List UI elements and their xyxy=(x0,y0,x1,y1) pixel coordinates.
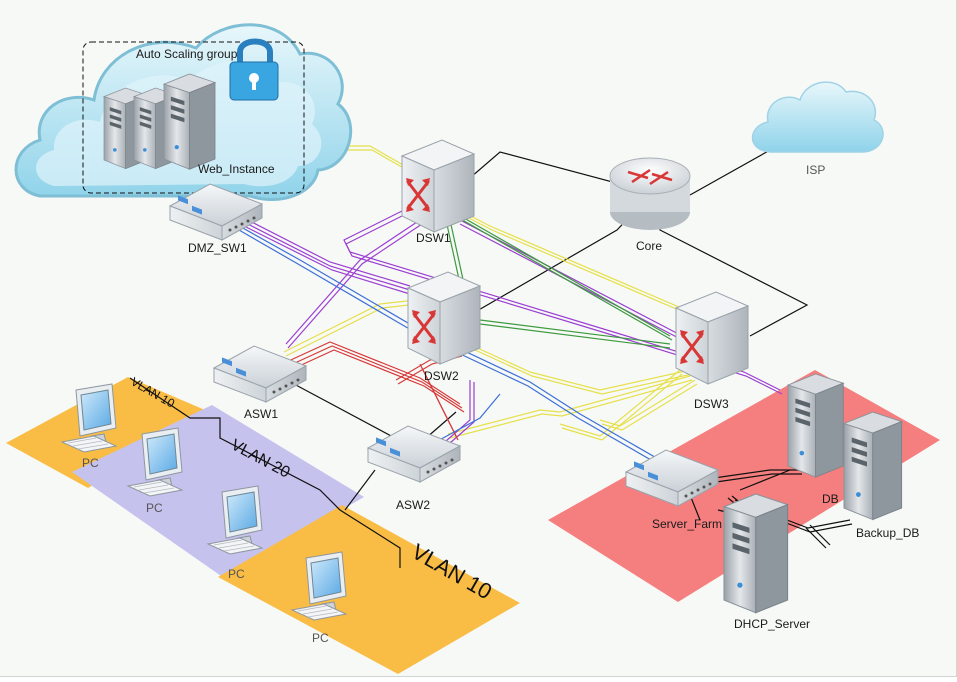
core-label: Core xyxy=(636,239,662,253)
asw2-switch-icon xyxy=(367,425,461,483)
web-instance-label: Web_Instance xyxy=(198,162,275,176)
dsw3-switch-icon xyxy=(674,290,750,386)
asw2-label: ASW2 xyxy=(396,498,430,512)
pc4-label: PC xyxy=(312,631,329,645)
dsw2-switch-icon xyxy=(406,270,482,366)
vlan10-large-zone xyxy=(218,505,520,674)
dsw3-label: DSW3 xyxy=(694,397,729,411)
pc2-label: PC xyxy=(146,501,163,515)
server-icon xyxy=(163,73,216,170)
dhcp-server-label: DHCP_Server xyxy=(734,617,810,631)
asw1-label: ASW1 xyxy=(244,407,278,421)
pc1-label: PC xyxy=(82,456,99,470)
lock-icon xyxy=(229,38,279,101)
asw1-switch-icon xyxy=(213,345,307,403)
dsw2-label: DSW2 xyxy=(424,369,459,383)
dmz-sw1-label: DMZ_SW1 xyxy=(188,241,247,255)
dsw1-label: DSW1 xyxy=(416,231,451,245)
db-label: DB xyxy=(822,492,839,506)
backup-db-label: Backup_DB xyxy=(856,526,919,540)
dhcp-server-icon xyxy=(723,493,789,614)
backup-db-server-icon xyxy=(843,411,903,521)
vlan10-small-zone xyxy=(6,377,212,488)
server-farm-label: Server_Farm xyxy=(652,517,722,531)
dsw1-switch-icon xyxy=(400,138,476,234)
isp-cloud-icon xyxy=(751,81,884,153)
router-icon xyxy=(609,157,691,230)
auto-scaling-group-label: Auto Scaling group xyxy=(136,47,238,61)
db-server-icon xyxy=(787,373,844,478)
pc3-label: PC xyxy=(228,567,245,581)
isp-label: ISP xyxy=(806,163,825,177)
